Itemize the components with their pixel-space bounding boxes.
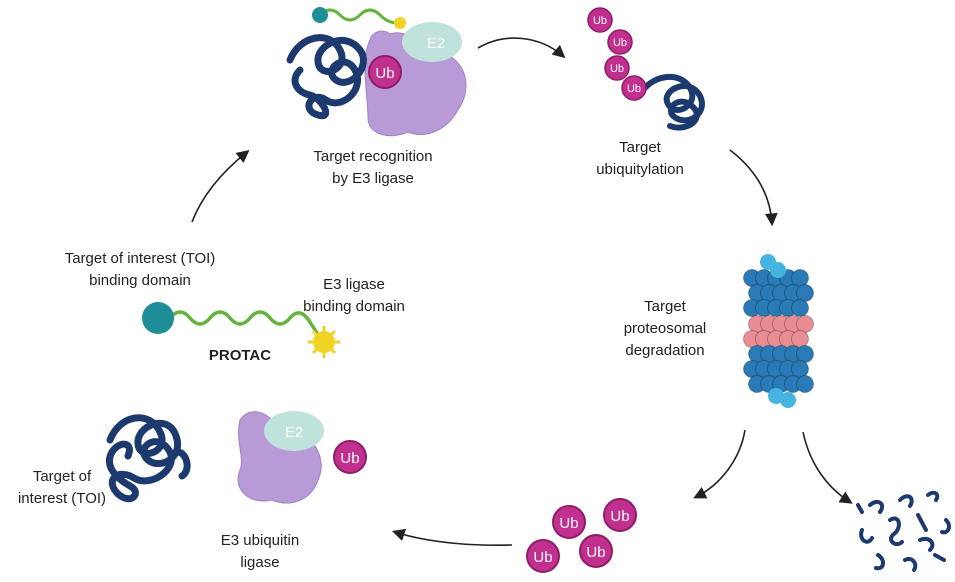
target-protein <box>286 34 367 120</box>
label-e3-ubiquitin-ligase: E3 ubiquitin ligase <box>220 532 300 571</box>
released-ub-ball-2 <box>603 498 637 532</box>
released-ub-label-3: Ub <box>533 549 552 566</box>
ubiquitylated-protein <box>637 73 705 131</box>
free-e2-label: E2 <box>285 424 303 441</box>
ub-chain-ball-3 <box>604 55 630 81</box>
label-protac: PROTAC <box>208 347 272 364</box>
protac-toi-ligand <box>142 302 174 334</box>
label-target-of-interest: Target of interest (TOI) <box>17 468 107 507</box>
proteasome-subunit <box>796 284 814 302</box>
arrow-to-ub-release <box>693 429 746 499</box>
ub-chain-ball-2 <box>607 29 633 55</box>
released-ub-label-1: Ub <box>559 515 578 532</box>
released-ub-label-4: Ub <box>586 544 605 561</box>
label-toi-binding-domain: Target of interest (TOI) binding domain <box>64 250 216 289</box>
released-ub-ball-3 <box>526 539 560 573</box>
ub-chain-ball-1 <box>587 7 613 33</box>
e3-ligand-sun <box>394 17 406 29</box>
label-target-degradation: Target proteosomal degradation <box>623 298 707 359</box>
proteasome-subunit <box>796 375 814 393</box>
label-target-ubiquitylation: Target ubiquitylation <box>596 139 684 178</box>
recognition-complex: E2 Ub <box>286 7 467 137</box>
free-e2-shape <box>264 411 324 451</box>
proteasome-cap-subunit <box>768 388 784 404</box>
label-e3-binding-domain: E3 ligase binding domain <box>303 276 405 315</box>
toi-ligand-ball <box>312 7 328 23</box>
proteasome-subunit <box>796 315 814 333</box>
ub-ball <box>368 55 402 89</box>
toi-protein <box>105 414 191 503</box>
protac-molecule <box>142 302 340 358</box>
ub-label: Ub <box>375 65 394 82</box>
ub-chain-ball-4 <box>621 75 647 101</box>
arrow-to-fragments <box>802 431 853 504</box>
released-ub: Ub Ub Ub Ub <box>526 498 637 573</box>
protac-linker <box>318 8 401 25</box>
free-ub-ball <box>333 440 367 474</box>
arrow-to-degradation <box>729 149 778 227</box>
ub-chain-label-2: Ub <box>613 37 627 49</box>
ubiquitylated-target: Ub Ub Ub Ub <box>587 7 705 131</box>
proteasome-subunit <box>791 330 809 348</box>
proteasome <box>743 254 814 408</box>
free-e3-complex: E2 Ub <box>237 411 367 504</box>
arrow-to-recycle <box>391 528 513 547</box>
label-target-recognition: Target recognition by E3 ligase <box>313 148 433 187</box>
released-ub-ball-4 <box>579 534 613 568</box>
arrow-to-ubiquitylation <box>477 37 566 59</box>
e2-shape <box>402 22 462 62</box>
e2-label: E2 <box>427 35 445 52</box>
ub-chain-label-4: Ub <box>627 83 641 95</box>
proteasome-subunit <box>791 360 809 378</box>
protac-chain <box>168 310 324 342</box>
released-ub-label-2: Ub <box>610 508 629 525</box>
released-ub-ball-1 <box>552 505 586 539</box>
proteasome-subunit <box>791 269 809 287</box>
arrow-to-recognition <box>191 150 250 223</box>
protac-e3-ligand <box>308 326 340 358</box>
degraded-fragments <box>856 490 951 572</box>
proteasome-subunit <box>796 345 814 363</box>
proteasome-cap-subunit <box>770 262 786 278</box>
free-ub-label: Ub <box>340 450 359 467</box>
ub-chain-label-1: Ub <box>593 15 607 27</box>
proteasome-subunit <box>791 299 809 317</box>
ub-chain-label-3: Ub <box>610 63 624 75</box>
